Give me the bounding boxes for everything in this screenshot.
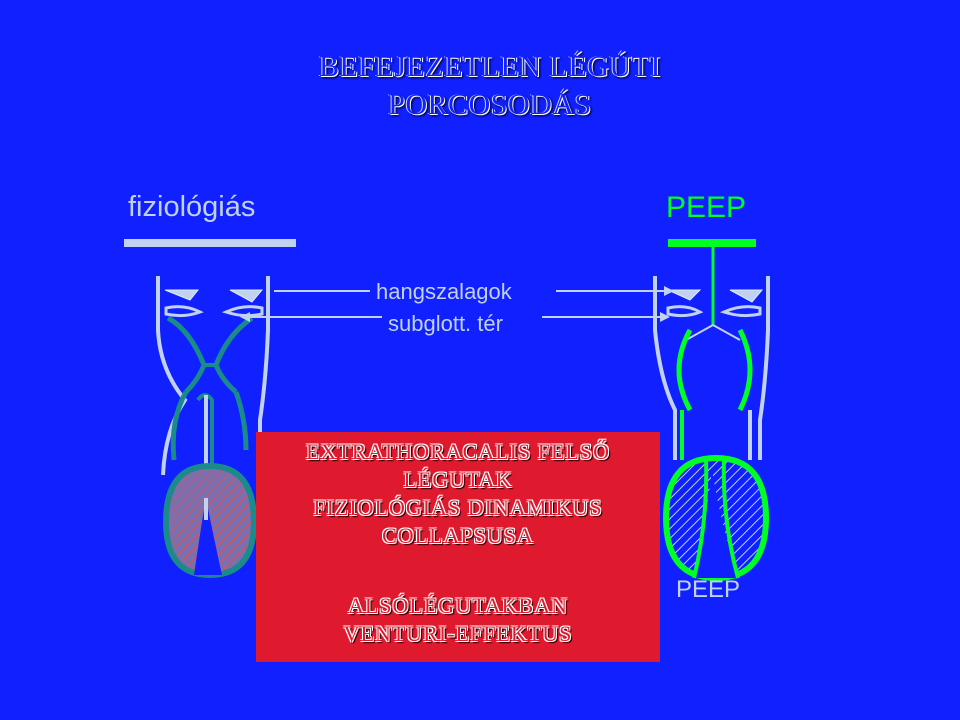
info-box-text-top: EXTRATHORACALIS FELSŐ LÉGUTAK FIZIOLÓGIÁ… bbox=[256, 438, 660, 550]
slide-title: BEFEJEZETLEN LÉGÚTI PORCOSODÁS bbox=[200, 48, 780, 124]
physiological-label: fiziológiás bbox=[128, 191, 256, 223]
info-box bbox=[256, 432, 660, 662]
vocal-cords-label: hangszalagok bbox=[376, 279, 512, 304]
info-line-6: VENTURI-EFFEKTUS bbox=[343, 621, 573, 646]
peep-underline bbox=[668, 239, 756, 247]
info-line-5: ALSÓLÉGUTAKBAN bbox=[347, 593, 568, 618]
info-line-4: COLLAPSUSA bbox=[382, 523, 534, 548]
subglottic-pointer bbox=[240, 312, 670, 322]
subglottic-label: subglott. tér bbox=[388, 311, 503, 336]
right-lung-icon bbox=[662, 454, 770, 582]
vocal-cord-pointer bbox=[274, 286, 674, 296]
right-airway-icon bbox=[653, 247, 770, 460]
peep-label-top: PEEP bbox=[666, 191, 747, 224]
title-line-1: BEFEJEZETLEN LÉGÚTI bbox=[319, 50, 661, 83]
info-line-3: FIZIOLÓGIÁS DINAMIKUS bbox=[313, 495, 603, 520]
peep-label-bottom: PEEP bbox=[676, 576, 741, 603]
left-airway-icon bbox=[156, 276, 270, 490]
title-line-2: PORCOSODÁS bbox=[388, 88, 592, 121]
info-line-1: EXTRATHORACALIS FELSŐ bbox=[306, 439, 610, 464]
left-lung-icon bbox=[162, 462, 258, 579]
info-line-2: LÉGUTAK bbox=[403, 467, 513, 492]
physiological-underline bbox=[124, 239, 296, 247]
info-box-text-bottom: ALSÓLÉGUTAKBAN VENTURI-EFFEKTUS bbox=[256, 592, 660, 648]
